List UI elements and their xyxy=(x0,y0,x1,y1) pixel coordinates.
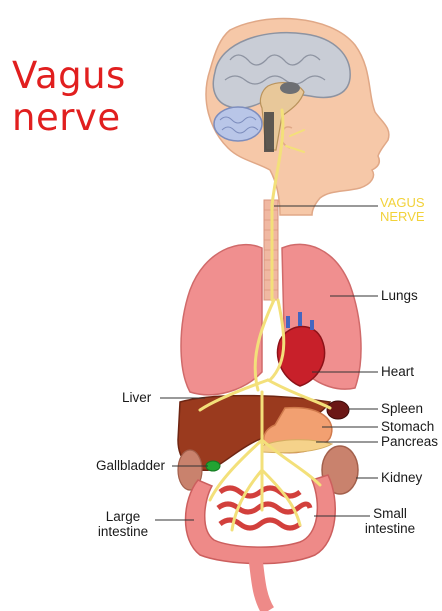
label-pancreas: Pancreas xyxy=(381,434,438,449)
label-small-intestine: Small intestine xyxy=(358,506,422,536)
label-vagus-nerve: VAGUS NERVE xyxy=(380,196,425,224)
spleen xyxy=(327,401,349,419)
label-large-intestine: Large intestine xyxy=(92,509,154,539)
large-intestine xyxy=(186,475,336,564)
label-gallbladder: Gallbladder xyxy=(96,458,165,473)
small-intestine xyxy=(218,488,310,528)
label-vagus-line-1: VAGUS xyxy=(380,196,425,210)
label-kidney: Kidney xyxy=(381,470,422,485)
title-line-2: nerve xyxy=(12,97,121,139)
label-stomach: Stomach xyxy=(381,419,434,434)
label-heart: Heart xyxy=(381,364,414,379)
label-small-intestine-line-1: Small xyxy=(358,506,422,521)
label-spleen: Spleen xyxy=(381,401,423,416)
title-line-1: Vagus xyxy=(12,55,126,97)
label-large-intestine-line-2: intestine xyxy=(92,524,154,539)
cerebellum xyxy=(214,107,262,141)
label-vagus-line-2: NERVE xyxy=(380,210,425,224)
label-liver: Liver xyxy=(122,390,151,405)
label-large-intestine-line-1: Large xyxy=(92,509,154,524)
head xyxy=(206,19,389,215)
gallbladder xyxy=(206,461,220,471)
label-small-intestine-line-2: intestine xyxy=(358,521,422,536)
left-lung xyxy=(181,245,262,395)
label-lungs: Lungs xyxy=(381,288,418,303)
